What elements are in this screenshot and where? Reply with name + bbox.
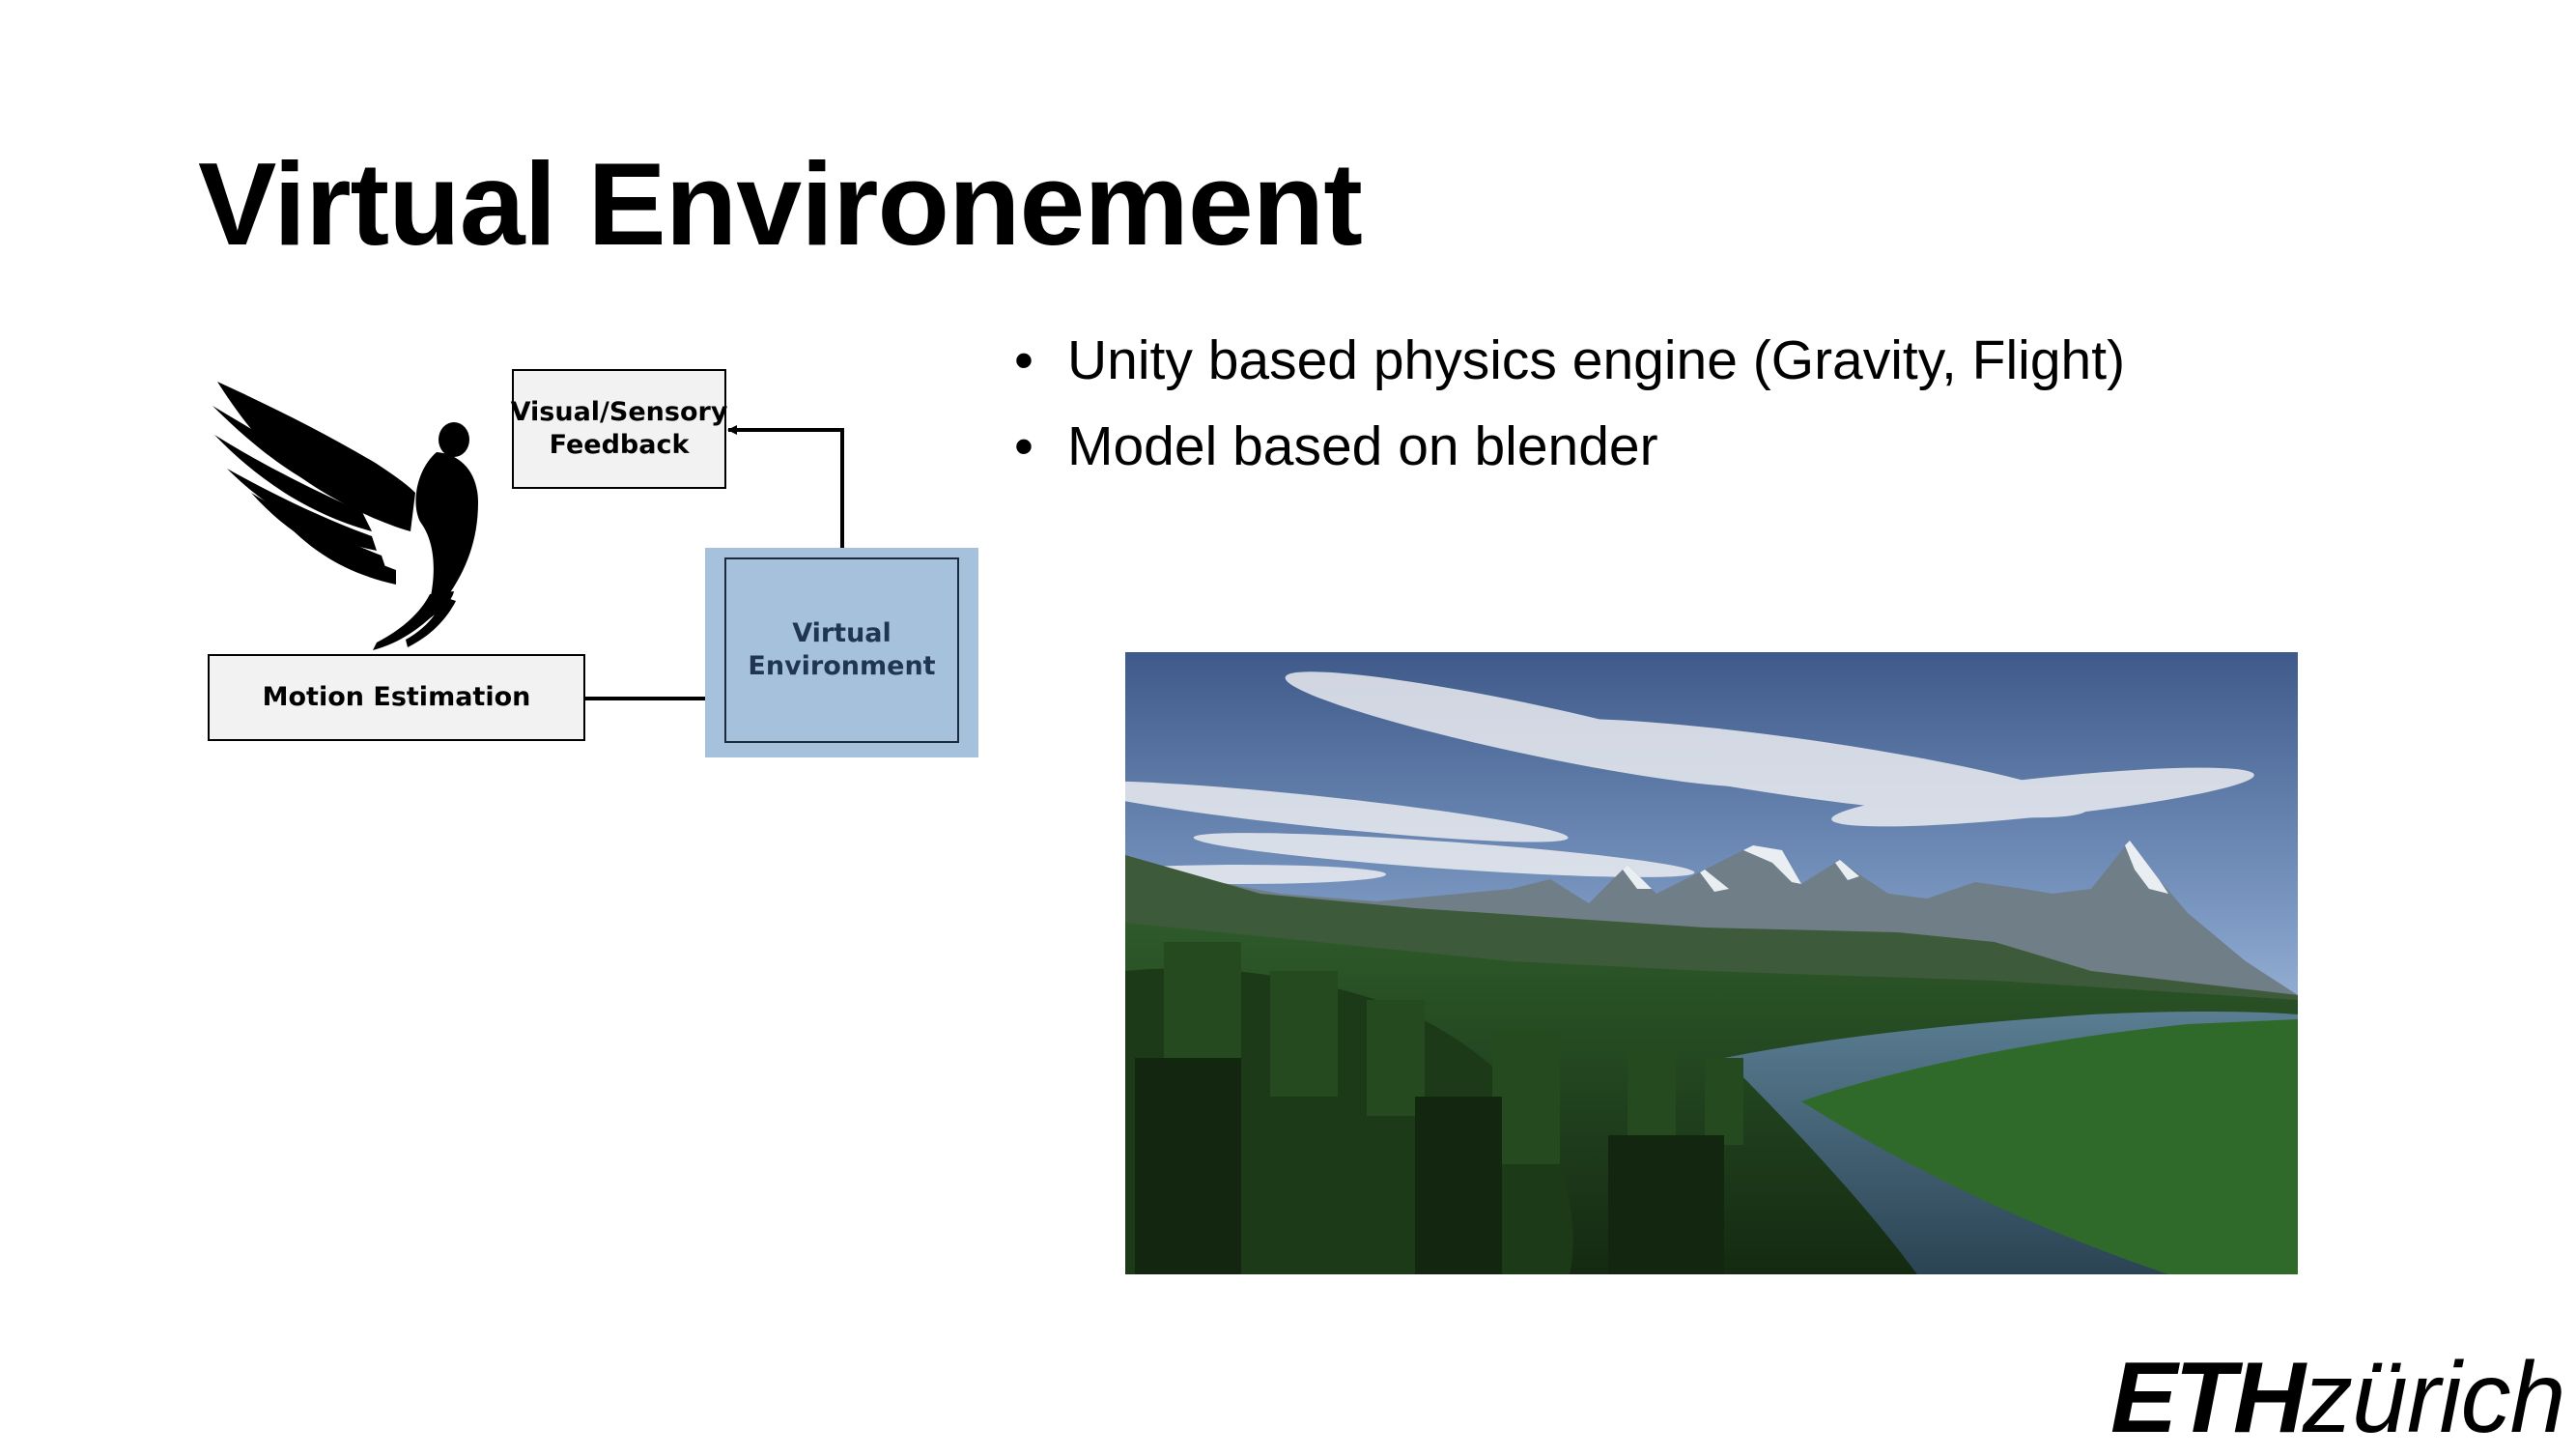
virtual-environment-label: Virtual Environment xyxy=(748,618,936,681)
bullet-list: Unity based physics engine (Gravity, Fli… xyxy=(1014,333,2125,505)
bullet-item: Model based on blender xyxy=(1014,419,2125,475)
logo-eth-text: ETH xyxy=(2110,1342,2306,1454)
arrow-venv-to-feedback xyxy=(727,425,844,557)
feedback-box: Visual/Sensory Feedback xyxy=(510,369,728,489)
bullet-item: Unity based physics engine (Gravity, Fli… xyxy=(1014,333,2125,389)
virtual-environment-box: Virtual Environment xyxy=(724,557,959,743)
motion-estimation-box: Motion Estimation xyxy=(208,654,585,741)
logo-zurich-text: zürich xyxy=(2303,1342,2565,1454)
slide-title: Virtual Environement xyxy=(198,138,1363,270)
eth-zurich-logo: ETHzürich xyxy=(2110,1341,2565,1454)
feedback-label: Visual/Sensory Feedback xyxy=(510,397,728,460)
winged-figure-image xyxy=(212,382,478,650)
landscape-render-image xyxy=(1125,652,2298,1274)
motion-estimation-label: Motion Estimation xyxy=(262,682,531,713)
